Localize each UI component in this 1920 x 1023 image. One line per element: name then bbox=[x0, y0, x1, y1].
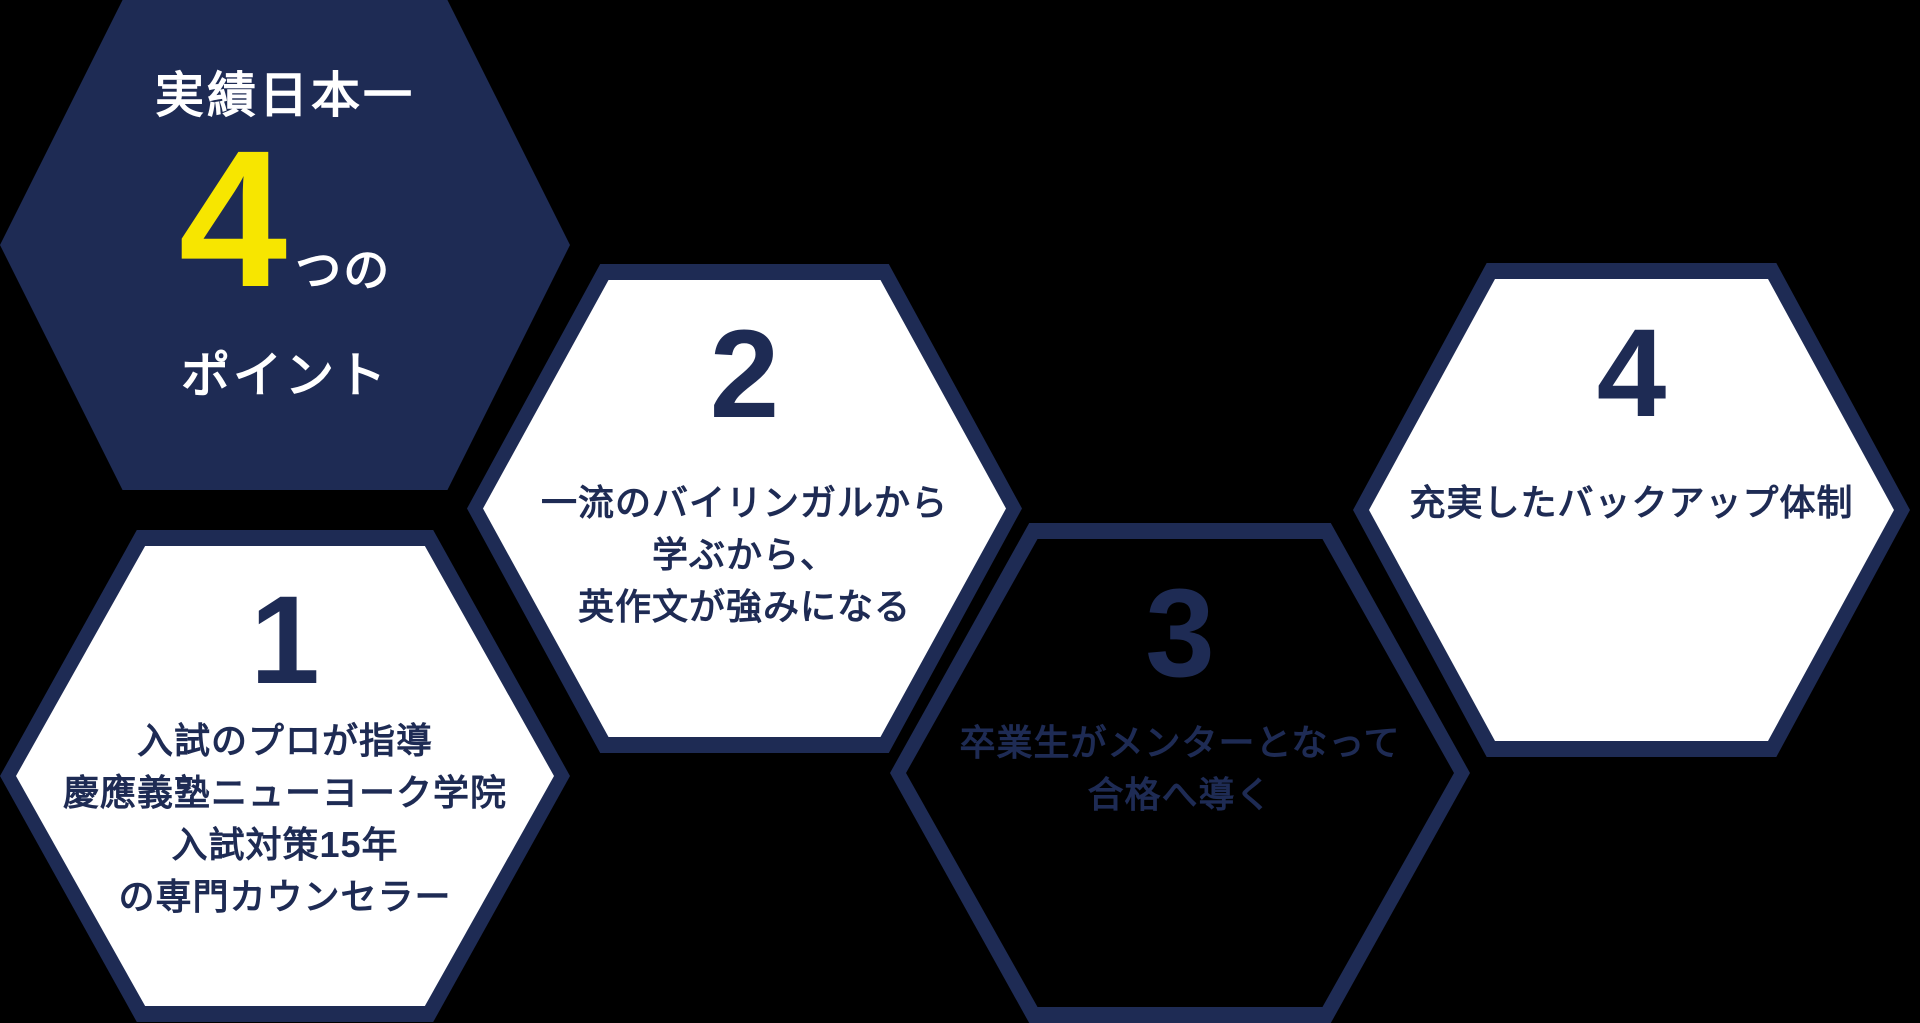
title-subheading: ポイント bbox=[180, 349, 389, 403]
point-2-description: 一流のバイリンガルから 学ぶから、 英作文が強みになる bbox=[541, 477, 948, 633]
point-2-content: 2 一流のバイリンガルから 学ぶから、 英作文が強みになる bbox=[467, 264, 1022, 753]
point-4-hexagon-fill bbox=[1369, 279, 1894, 741]
point-2-line: 英作文が強みになる bbox=[577, 586, 911, 627]
point-3-hexagon: 3 卒業生がメンターとなって 合格へ導く bbox=[890, 523, 1470, 1023]
point-2-hexagon: 2 一流のバイリンガルから 学ぶから、 英作文が強みになる bbox=[467, 264, 1022, 753]
point-1-hexagon-fill bbox=[16, 546, 554, 1006]
point-3-description: 卒業生がメンターとなって 合格へ導く bbox=[959, 717, 1400, 821]
point-2-number: 2 bbox=[709, 305, 780, 444]
point-3-line: 合格へ導く bbox=[1087, 774, 1273, 815]
point-2-hexagon-fill bbox=[483, 280, 1006, 737]
point-1-line: の専門カウンセラー bbox=[118, 876, 452, 917]
point-1-line: 入試のプロが指導 bbox=[136, 720, 433, 761]
point-1-content: 1 入試のプロが指導 慶應義塾ニューヨーク学院 入試対策15年 の専門カウンセラ… bbox=[0, 530, 570, 1022]
point-1-line: 入試対策15年 bbox=[171, 824, 399, 865]
point-4-hexagon: 4 充実したバックアップ体制 bbox=[1353, 263, 1910, 757]
title-big-number: 4 bbox=[178, 110, 288, 328]
title-hexagon-content: 実績日本一 4 つの ポイント bbox=[0, 0, 570, 490]
point-3-line: 卒業生がメンターとなって bbox=[959, 722, 1401, 763]
point-1-number: 1 bbox=[250, 571, 320, 710]
point-4-line: 充実したバックアップ体制 bbox=[1409, 482, 1854, 523]
title-hexagon: 実績日本一 4 つの ポイント bbox=[0, 0, 570, 490]
point-4-description: 充実したバックアップ体制 bbox=[1409, 477, 1853, 529]
point-3-content: 3 卒業生がメンターとなって 合格へ導く bbox=[890, 523, 1470, 1023]
point-4-number: 4 bbox=[1596, 304, 1667, 443]
point-1-hexagon: 1 入試のプロが指導 慶應義塾ニューヨーク学院 入試対策15年 の専門カウンセラ… bbox=[0, 530, 570, 1022]
point-2-line: 一流のバイリンガルから bbox=[540, 482, 948, 523]
point-1-description: 入試のプロが指導 慶應義塾ニューヨーク学院 入試対策15年 の専門カウンセラー bbox=[63, 715, 507, 923]
point-3-hexagon-fill bbox=[906, 539, 1454, 1007]
point-3-number: 3 bbox=[1145, 564, 1215, 703]
title-big-number-suffix: つの bbox=[295, 244, 392, 296]
point-2-line: 学ぶから、 bbox=[651, 534, 837, 575]
point-1-line: 慶應義塾ニューヨーク学院 bbox=[62, 772, 507, 813]
title-heading: 実績日本一 bbox=[154, 69, 415, 123]
point-4-content: 4 充実したバックアップ体制 bbox=[1353, 263, 1910, 757]
title-number-row: 4 つの bbox=[178, 110, 392, 328]
